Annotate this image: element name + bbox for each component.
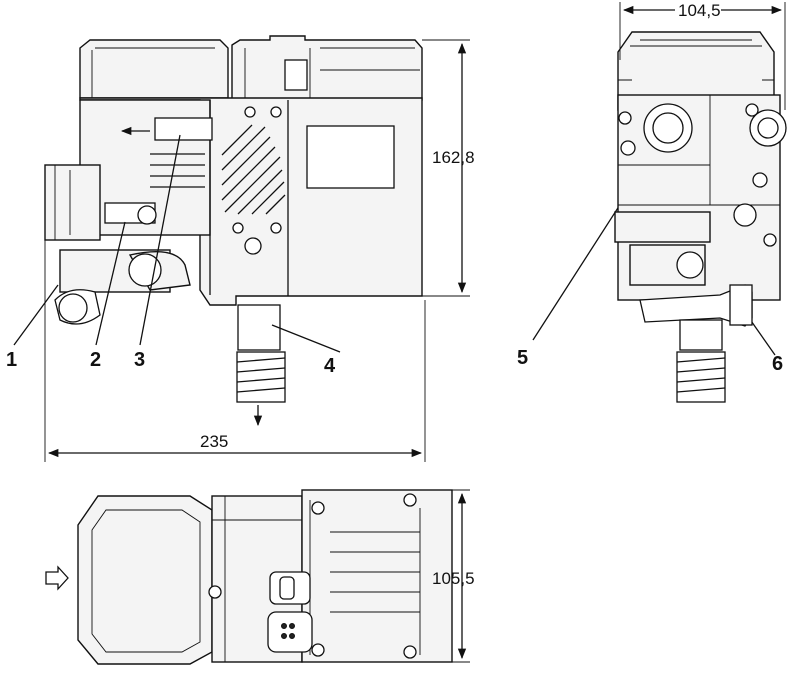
front-view xyxy=(44,35,423,427)
callout-4: 4 xyxy=(324,355,336,377)
width-bottom-value: 105,5 xyxy=(432,569,475,588)
dimension-width-top: 104,5 xyxy=(619,0,786,110)
callout-5: 5 xyxy=(517,347,528,369)
connector-lower xyxy=(267,611,313,653)
callout-2: 2 xyxy=(90,349,101,371)
callout-1: 1 xyxy=(6,349,17,371)
width-top-value: 104,5 xyxy=(678,1,721,20)
bolt-heads xyxy=(208,493,417,659)
dimension-width-bottom: 105,5 xyxy=(432,489,475,663)
callout-3: 3 xyxy=(134,349,145,371)
side-view xyxy=(614,31,787,403)
vent-grille xyxy=(221,124,286,215)
exhaust-hose xyxy=(236,351,286,403)
dimension-length-front: 235 xyxy=(44,240,426,462)
height-front-value: 162,8 xyxy=(432,148,475,167)
callout-6: 6 xyxy=(772,353,783,375)
bottom-view xyxy=(45,489,453,665)
inlet-arrow-icon xyxy=(45,565,69,591)
length-front-value: 235 xyxy=(200,432,228,451)
side-exhaust-hose xyxy=(676,351,726,403)
connector-upper xyxy=(269,571,311,605)
dimension-height-front: 162,8 xyxy=(422,39,475,297)
